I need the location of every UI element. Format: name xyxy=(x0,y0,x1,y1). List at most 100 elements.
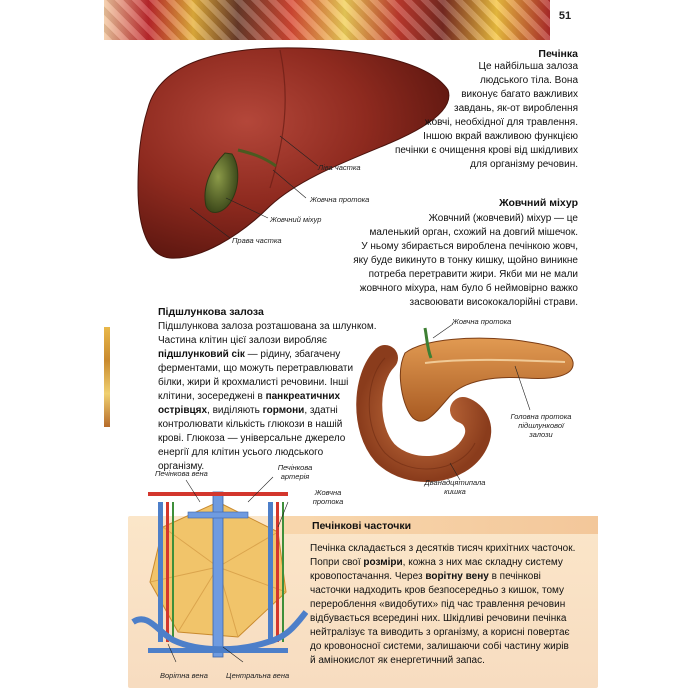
lobules-text-line: Попри свої розміри, кожна з них має скла… xyxy=(310,556,596,570)
lobule-central-vein-label: Центральна вена xyxy=(226,671,290,680)
liver-text-line: людського тіла. Вона xyxy=(479,75,578,86)
lobules-text-line: Печінка складається з десятків тисяч кри… xyxy=(310,542,596,556)
gallbladder-text-line: потреба перетравити жири. Якби ми не мал… xyxy=(368,269,578,280)
pancreas-illustration xyxy=(356,323,574,482)
text-run: Печінка складається з десятків тисяч кри… xyxy=(310,543,576,554)
label-line: Жовчна xyxy=(314,488,342,497)
text-run: панкреатичних xyxy=(265,391,341,402)
gallbladder-text-line: Жовчний (жовчевий) міхур — це xyxy=(428,213,578,224)
label-line: залози xyxy=(529,430,553,439)
label-line: артерія xyxy=(280,472,310,481)
text-run: Попри свої xyxy=(310,557,364,568)
pancreas-text-line: клітини, зосереджені в панкреатичних xyxy=(158,390,384,404)
lobules-heading: Печінкові часточки xyxy=(312,520,412,532)
text-run: в печінкові xyxy=(488,571,541,582)
liver-text-line: виконує багато важливих xyxy=(461,89,578,100)
text-run: ворітну вену xyxy=(425,571,489,582)
gallbladder-heading: Жовчний міхур xyxy=(499,197,578,209)
liver-text-line: завдань, як-от вироблення xyxy=(453,103,578,114)
lobules-text-line: нейтралізує та виводить з організму, а к… xyxy=(310,626,596,640)
text-run: білки, жири й крохмалисті речовини. Інші xyxy=(158,377,349,388)
text-run: часточки надходить кров безпосередньо з … xyxy=(310,585,565,596)
pancreas-text-line: острівцях, виділяють гормони, здатні xyxy=(158,404,384,418)
liver-right-lobe-label: Права частка xyxy=(232,236,282,245)
pancreas-heading: Підшлункова залоза xyxy=(158,306,264,318)
lobule-hepatic-vein-label: Печінкова вена xyxy=(155,469,208,478)
gallbladder-text-line: жовчного міхура, нам було б неймовірно в… xyxy=(359,283,578,294)
text-run: ферментами, що можуть перетравлювати xyxy=(158,363,354,374)
gallbladder-text-line: яку буде викинуто в тонку кишку, щойно в… xyxy=(353,255,578,266)
liver-text-line: Іншою вкрай важливою функцією xyxy=(423,131,578,142)
text-run: клітини, зосереджені в xyxy=(158,391,266,402)
text-run: перероблення «видобутих» під час травлен… xyxy=(310,599,566,610)
text-run: , виділяють xyxy=(207,405,263,416)
lobules-text-line: відбувається всередині них. Шкідливі реч… xyxy=(310,612,596,626)
pancreas-description: Підшлункова залоза розташована за шлунко… xyxy=(158,320,384,474)
text-run: — рідину, збагачену xyxy=(244,349,341,360)
lobules-text-line: й амінокислот як енергетичний запас. xyxy=(310,654,596,668)
text-run: розміри xyxy=(363,557,403,568)
text-run: , кожна з них має складну систему xyxy=(402,557,563,568)
liver-gallbladder-label: Жовчний міхур xyxy=(270,215,322,224)
liver-text-line: жовчі, необхідної для травлення. xyxy=(424,117,578,128)
page-number: 51 xyxy=(558,10,572,22)
liver-text-line: для організму речовин. xyxy=(470,159,578,170)
pancreas-text-line: крові. Глюкоза — універсальне джерело xyxy=(158,432,384,446)
text-run: енергії для клітин усього людського xyxy=(158,447,324,458)
liver-description: Це найбільша залоза людського тіла. Вона в… xyxy=(380,60,578,172)
text-run: Підшлункова залоза розташована за шлунко… xyxy=(158,321,377,332)
gallbladder-text-line: засвоювати висококалорійні страви. xyxy=(409,297,578,308)
lobule-portal-vein-label: Ворітна вена xyxy=(160,671,208,680)
text-run: нейтралізує та виводить з організму, а к… xyxy=(310,627,570,638)
pancreas-text-line: ферментами, що можуть перетравлювати xyxy=(158,362,384,376)
text-run: організму. xyxy=(158,461,205,472)
text-run: гормони xyxy=(262,405,305,416)
pancreas-text-line: Підшлункова залоза розташована за шлунко… xyxy=(158,320,384,334)
text-run: , здатні xyxy=(304,405,338,416)
pancreas-text-line: білки, жири й крохмалисті речовини. Інші xyxy=(158,376,384,390)
text-run: підшлунковий сік xyxy=(158,349,245,360)
text-run: відбувається всередині них. Шкідливі реч… xyxy=(310,613,567,624)
liver-text-line: Це найбільша залоза xyxy=(478,61,578,72)
label-line: протока xyxy=(312,497,344,506)
liver-text-line: печінки є очищення крові від шкідливих xyxy=(394,145,578,156)
pancreas-bile-duct-label: Жовчна протока xyxy=(452,317,512,326)
liver-bile-duct-label: Жовчна протока xyxy=(310,195,370,204)
liver-heading: Печінка xyxy=(538,48,578,60)
lobules-description: Печінка складається з десятків тисяч кри… xyxy=(310,542,596,668)
label-line: Дванадцятипала xyxy=(424,478,486,487)
text-run: кровопостачання. Через xyxy=(310,571,426,582)
pancreas-text-line: підшлунковий сік — рідину, збагачену xyxy=(158,348,384,362)
decorative-header-strip xyxy=(104,0,550,40)
gallbladder-text-line: У ньому збирається вироблена печінкою жо… xyxy=(361,241,578,252)
gallbladder-description: Жовчний (жовчевий) міхур — це маленький о… xyxy=(320,212,578,310)
hepatic-lobule-illustration xyxy=(131,476,308,663)
text-run: острівцях xyxy=(158,405,208,416)
label-line: Головна протока xyxy=(510,412,572,421)
pancreas-text-line: організму. xyxy=(158,460,384,474)
lobules-text-line: часточки надходить кров безпосередньо з … xyxy=(310,584,596,598)
lobules-text-line: кровопостачання. Через ворітну вену в пе… xyxy=(310,570,596,584)
label-line: кишка xyxy=(444,487,466,496)
lobules-heading-band xyxy=(282,516,598,534)
pancreas-text-line: контролювати кількість глюкози в нашій xyxy=(158,418,384,432)
pancreas-text-line: енергії для клітин усього людського xyxy=(158,446,384,460)
text-run: крові. Глюкоза — універсальне джерело xyxy=(158,433,346,444)
lobules-text-line: до кровоносної системи, залишаючи собі ч… xyxy=(310,640,596,654)
label-line: Печінкова xyxy=(277,463,313,472)
text-run: й амінокислот як енергетичний запас. xyxy=(310,655,485,666)
left-edge-decoration xyxy=(104,327,110,427)
pancreas-text-line: Частина клітин цієї залози виробляє xyxy=(158,334,384,348)
label-line: підшлункової xyxy=(518,421,564,430)
text-run: до кровоносної системи, залишаючи собі ч… xyxy=(310,641,569,652)
text-run: Частина клітин цієї залози виробляє xyxy=(158,335,328,346)
liver-illustration xyxy=(137,47,450,259)
lobules-text-line: перероблення «видобутих» під час травлен… xyxy=(310,598,596,612)
text-run: контролювати кількість глюкози в нашій xyxy=(158,419,343,430)
liver-left-lobe-label: Ліва частка xyxy=(318,163,361,172)
gallbladder-text-line: маленький орган, схожий на довгий мішечо… xyxy=(369,227,578,238)
